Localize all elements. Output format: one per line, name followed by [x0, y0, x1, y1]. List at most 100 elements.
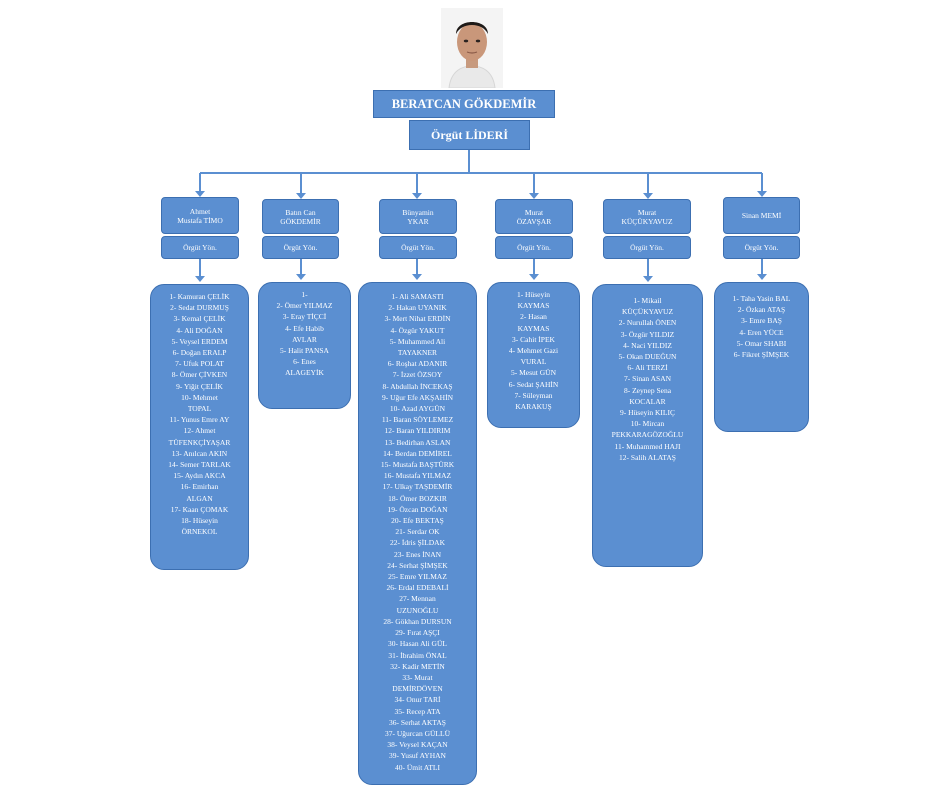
member-line: 25- Emre YILMAZ — [388, 572, 447, 582]
member-line: 6- Sedat ŞAHİN — [508, 379, 559, 389]
column-3-head-line-1: Bünyamin — [402, 207, 434, 217]
member-line: 2- Özkan ATAŞ — [737, 305, 786, 315]
member-line: TOPAL — [187, 404, 212, 414]
member-line: 8- Abdullah İNCEKAŞ — [382, 381, 453, 391]
member-line: 14- Berdan DEMİREL — [383, 448, 452, 458]
member-line: TÜFENKÇİYAŞAR — [168, 437, 231, 447]
column-1-head-line-1: Ahmet — [189, 206, 211, 216]
member-line: 1- Ali SAMASTI — [391, 292, 444, 301]
member-line: 35- Recep ATA — [394, 706, 441, 716]
member-line: ÖRNEKOL — [181, 527, 218, 537]
member-line: 10- Mehmet — [181, 392, 218, 402]
member-line: 10- Azad AYGÜN — [389, 404, 446, 414]
member-line: 33- Murat — [402, 672, 433, 682]
member-line: 23- Enes İNAN — [393, 549, 442, 559]
member-line: AVLAR — [292, 334, 317, 344]
member-line: 4- Mehmet Gazi — [508, 346, 559, 356]
member-line: 9- Yiğit ÇELİK — [176, 381, 223, 391]
column-6-sub-label: Örgüt Yön. — [744, 243, 779, 252]
member-line: 7- Ufuk POLAT — [175, 359, 224, 369]
member-line: ALGAN — [186, 493, 213, 503]
member-line: 19- Özcan DOĞAN — [387, 504, 448, 514]
column-3-sub-label: Örgüt Yön. — [401, 243, 435, 252]
column-3-sub: Örgüt Yön. — [379, 236, 457, 259]
member-line: 9- Uğur Efe AKŞAHİN — [381, 392, 454, 402]
member-line: 36- Serhat AKTAŞ — [389, 717, 446, 727]
column-3-head-line-2: YKAR — [407, 216, 429, 226]
leader-role-box: Örgüt LİDERİ — [409, 120, 530, 150]
member-line: 21- Serdar OK — [395, 527, 440, 537]
member-line: 4- Özgür YAKUT — [390, 325, 445, 335]
member-line: 12- Salih ALATAŞ — [619, 452, 676, 462]
member-line: 3- Emre BAŞ — [741, 316, 782, 326]
member-line: 1- — [301, 290, 308, 299]
member-line: 13- Bedirhan ASLAN — [384, 437, 451, 447]
column-2-sub-label: Örgüt Yön. — [283, 243, 318, 252]
member-line: 13- Anılcan AKIN — [171, 448, 228, 458]
member-line: 18- Ömer BOZKIR — [388, 493, 447, 503]
member-line: 11- Muhammed HAJI — [614, 441, 681, 451]
column-5-head-line-2: KÜÇÜKYAVUZ — [621, 216, 673, 226]
member-line: DEMİRDÖVEN — [392, 684, 443, 694]
member-line: 3- Eray TİÇCİ — [282, 312, 327, 322]
column-2-head-line-2: GÖKDEMİR — [280, 216, 321, 226]
member-line: 3- Mert Nihat ERDİN — [384, 314, 451, 324]
column-5-sub-label: Örgüt Yön. — [630, 243, 664, 252]
member-line: 8- Zeynep Sena — [623, 385, 672, 395]
column-1-sub: Örgüt Yön. — [161, 236, 239, 259]
member-line: 16- Mustafa YILMAZ — [383, 471, 452, 481]
member-line: UZUNOĞLU — [396, 605, 439, 615]
member-line: 4- Eren YÜCE — [739, 327, 784, 337]
member-line: 2- Nurullah ÖNEN — [618, 318, 677, 328]
member-line: 6- Roşhat ADANIR — [387, 359, 448, 369]
column-4-sub: Örgüt Yön. — [495, 236, 573, 259]
member-line: 18- Hüseyin — [181, 516, 218, 526]
member-line: 34- Onur TARİ — [394, 695, 441, 705]
member-line: 7- Sinan ASAN — [623, 374, 672, 384]
member-line: KAYMAS — [517, 323, 550, 333]
member-line: 6- Ali TERZİ — [627, 363, 668, 373]
leader-name: BERATCAN GÖKDEMİR — [391, 96, 537, 111]
column-1-head-line-2: Mustafa TİMO — [177, 215, 223, 225]
member-line: 3- Kemal ÇELİK — [173, 314, 226, 324]
member-line: 8- Ömer ÇİVKEN — [171, 370, 228, 380]
member-line: 12- Baran YILDIRIM — [384, 426, 451, 436]
member-line: 1- Mikail — [633, 296, 662, 305]
leader-photo — [441, 8, 503, 88]
member-line: 4- Efe Habib — [285, 323, 324, 333]
member-line: ALAGEYİK — [285, 368, 324, 378]
member-line: KAYMAS — [517, 301, 550, 311]
column-6-head-line-1: Sinan MEMİ — [741, 211, 782, 220]
member-line: 2- Hakan UYANIK — [388, 303, 447, 313]
member-line: 22- İdris ŞİLDAK — [390, 538, 445, 548]
member-line: 11- Baran SÖYLEMEZ — [381, 415, 454, 425]
member-line: 6- Fikret ŞİMŞEK — [733, 350, 790, 360]
member-line: 15- Mustafa BAŞTÜRK — [380, 460, 455, 470]
column-1-sub-label: Örgüt Yön. — [183, 243, 217, 252]
member-line: 2- Ömer YILMAZ — [276, 301, 333, 311]
member-line: 2- Hasan — [520, 312, 547, 322]
member-line: 3- Cahit İPEK — [512, 334, 555, 344]
member-line: PEKKARAGÖZOĞLU — [611, 430, 684, 440]
member-line: 6- Enes — [293, 357, 316, 367]
member-line: 28- Gökhan DURSUN — [383, 616, 452, 626]
leader-name-box: BERATCAN GÖKDEMİR — [373, 90, 555, 118]
member-line: 12- Ahmet — [183, 426, 216, 436]
member-line: 17- Ulkay TAŞDEMİR — [382, 482, 453, 492]
member-line: 5- Muhammed Ali — [389, 336, 446, 346]
member-line: 5- Veysel ERDEM — [171, 336, 228, 346]
member-line: 9- Hüseyin KILIÇ — [620, 408, 675, 418]
member-line: KARAKUŞ — [515, 402, 552, 412]
member-line: 15- Aydın AKCA — [173, 471, 226, 481]
member-line: 5- Omar SHABI — [736, 338, 787, 348]
